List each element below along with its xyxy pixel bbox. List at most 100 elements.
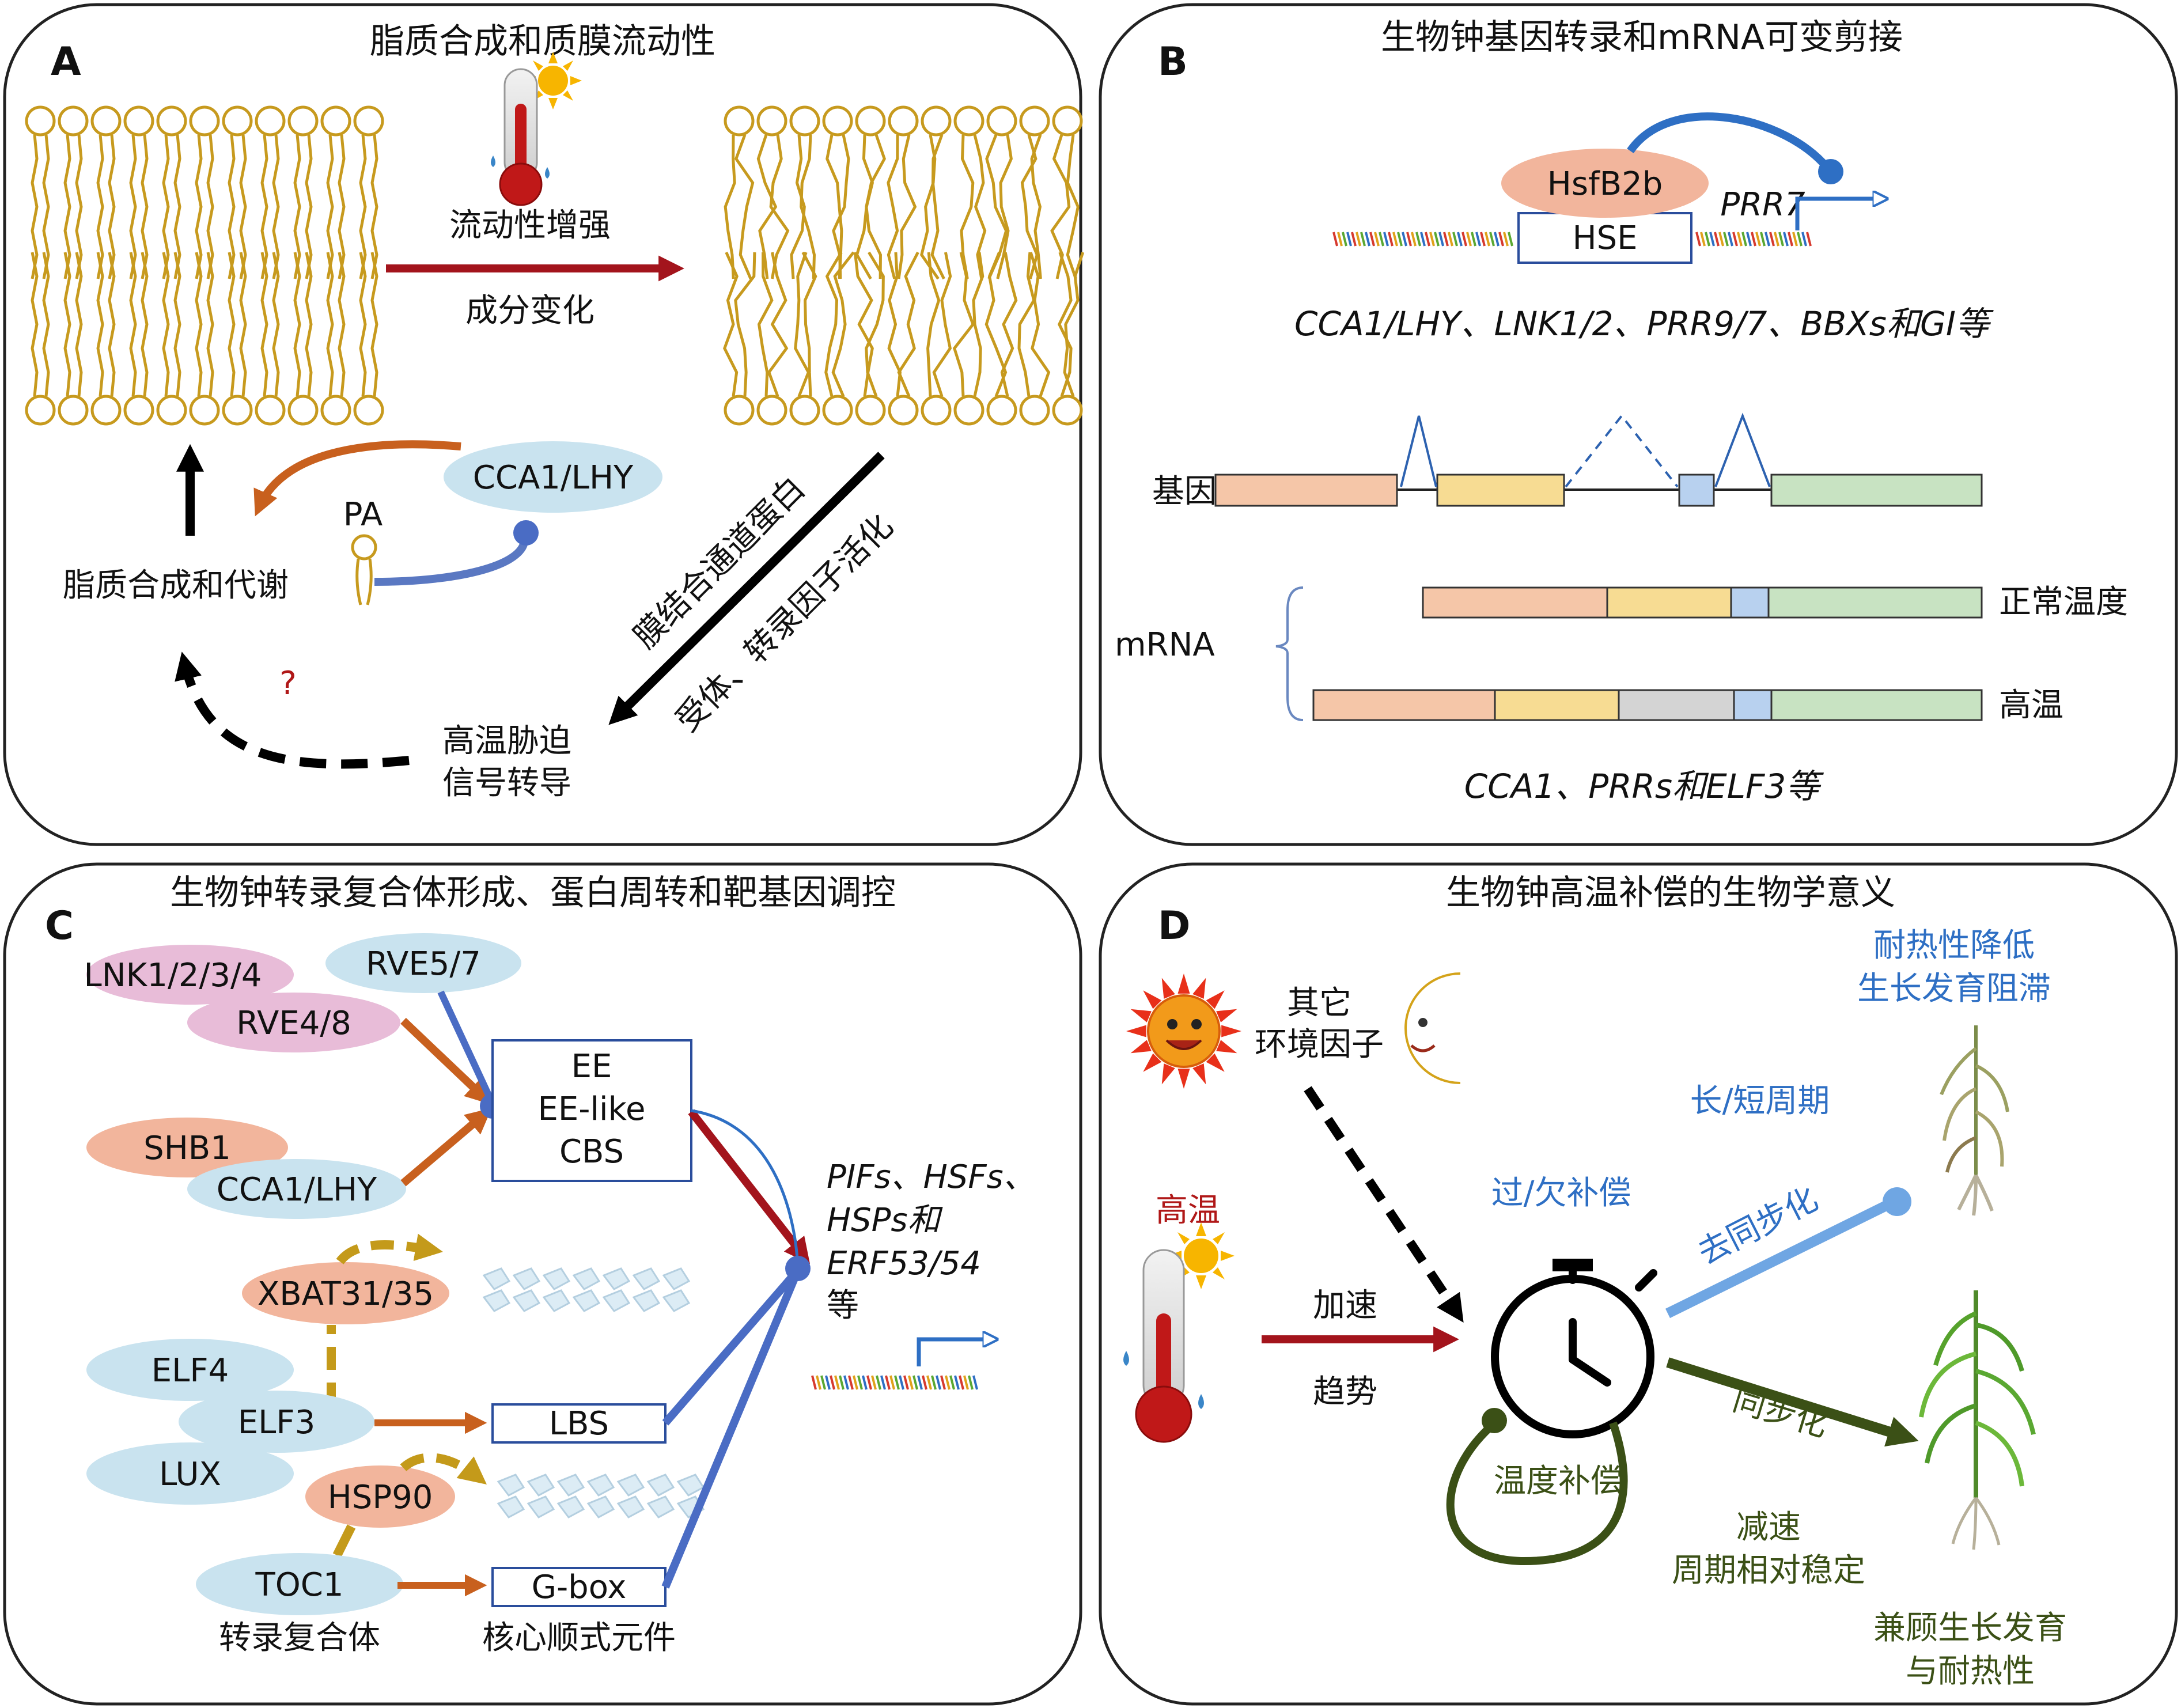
transcription-start-icon: [1795, 199, 1884, 230]
splice-solid-1: [1400, 415, 1437, 487]
cca1-lhy-c-node: [187, 1159, 406, 1219]
label-cis-element: 核心顺式元件: [482, 1619, 676, 1657]
pa-lipid-icon: [351, 534, 377, 605]
exon-1: [1214, 474, 1398, 507]
label-complex: 转录复合体: [219, 1619, 380, 1657]
mrna-normal-4: [1767, 586, 1983, 619]
label-hsfb2b: HsfB2b: [1547, 165, 1663, 203]
panel-c-letter: C: [45, 903, 74, 949]
label-composition-change: 成分变化: [465, 292, 595, 330]
arrow-cca1-to-lipid: [253, 440, 461, 517]
gbox-box: [491, 1567, 667, 1607]
exon-3: [1678, 474, 1715, 507]
label-xbat: XBAT31/35: [258, 1275, 434, 1313]
label-elf4: ELF4: [152, 1352, 229, 1389]
label-other-factors-2: 环境因子: [1255, 1026, 1384, 1063]
label-heat-tolerance-down: 耐热性降低: [1873, 927, 2035, 964]
desync-endpoint: [1883, 1187, 1911, 1216]
label-other-factors-1: 其它: [1287, 984, 1351, 1022]
label-elf3: ELF3: [238, 1404, 315, 1441]
label-heat-stress: 高温胁迫: [442, 722, 571, 760]
toc1-node: [196, 1553, 403, 1615]
arrow-hsp90-degrade: [400, 1453, 487, 1484]
label-gbox: G-box: [532, 1569, 627, 1606]
mrna-normal-1: [1422, 586, 1608, 619]
transcription-start-icon-c: [917, 1339, 994, 1366]
label-target-genes-b1: CCA1/LHY、LNK1/2、PRR9/7、BBXs和GI等: [1294, 304, 1994, 343]
label-long-short: 长/短周期: [1690, 1082, 1830, 1120]
connector-desync: [1665, 1199, 1892, 1319]
ee-box: [491, 1039, 692, 1182]
hsfb2b-node: [1501, 149, 1709, 218]
label-hsp90: HSP90: [328, 1479, 433, 1516]
label-mrna: mRNA: [1115, 626, 1215, 664]
cca1-lhy-node: [444, 441, 662, 513]
wilted-plant-icon: [1940, 1025, 2009, 1216]
panel-b-letter: B: [1158, 39, 1188, 85]
label-toc1: TOC1: [255, 1566, 343, 1604]
mrna-heat-4: [1770, 689, 1983, 721]
label-lux: LUX: [159, 1456, 221, 1493]
label-trend: 趋势: [1313, 1373, 1377, 1411]
panel-a-title: 脂质合成和质膜流动性: [370, 21, 715, 62]
arrow-factors-to-clock: [1304, 1086, 1464, 1323]
label-balance-growth: 兼顾生长发育: [1873, 1609, 2067, 1647]
arrow-xbat-degrade: [336, 1233, 443, 1265]
hse-box: [1517, 212, 1692, 264]
arrow-cca1-ee: [400, 1108, 492, 1187]
connector-pa-cca1: [374, 535, 529, 586]
hsp90-node: [305, 1465, 455, 1528]
temperature-compensation-loop: [1446, 1419, 1628, 1566]
connector-rve57-ee: [437, 990, 493, 1099]
sun-face-icon: [1126, 974, 1241, 1089]
label-growth-arrest: 生长发育阻滞: [1857, 970, 2051, 1008]
panel-d-title: 生物钟高温补偿的生物学意义: [1446, 873, 1895, 913]
repression-endpoint: [1818, 159, 1843, 184]
toc1-hsp90-link: [332, 1524, 356, 1558]
label-ee: EE: [571, 1048, 612, 1085]
arrow-rve48-ee: [400, 1017, 491, 1105]
label-targets-line3: ERF53/54: [827, 1245, 981, 1282]
rve48-node: [187, 993, 400, 1052]
arrow-receptor-activation: [608, 452, 885, 725]
label-signal-transduction: 信号转导: [442, 764, 571, 802]
label-lipid-synthesis: 脂质合成和代谢: [63, 567, 289, 604]
target-endpoint: [785, 1256, 811, 1281]
label-cca1-lhy-c: CCA1/LHY: [217, 1171, 377, 1209]
label-lbs: LBS: [549, 1405, 609, 1442]
label-unknown: ?: [279, 665, 297, 702]
label-rve48: RVE4/8: [236, 1005, 351, 1042]
label-targets-line2: HSPs和: [827, 1202, 944, 1239]
mrna-heat-3: [1733, 689, 1773, 721]
panel-b-title: 生物钟基因转录和mRNA可变剪接: [1381, 17, 1903, 58]
dna-left-icon: [1332, 232, 1513, 247]
degraded-protein-icon: [497, 1474, 705, 1518]
thermometer-sun-icon: [491, 52, 582, 206]
connector-lbs-target: [662, 1267, 801, 1426]
label-lnk: LNK1/2/3/4: [84, 957, 262, 994]
label-pa: PA: [343, 496, 383, 533]
label-rve57: RVE5/7: [366, 945, 481, 983]
label-relative-stable: 周期相对稳定: [1672, 1552, 1865, 1589]
healthy-plant-icon: [1919, 1290, 2036, 1550]
connector-gbox-target: [661, 1268, 802, 1589]
bracket-icon: [1275, 586, 1304, 721]
elf4-node: [86, 1339, 294, 1401]
label-target-genes-b2: CCA1、PRRs和ELF3等: [1464, 767, 1824, 806]
shb1-node: [86, 1118, 288, 1177]
label-cbs: CBS: [559, 1133, 624, 1171]
label-heat-tolerance: 与耐热性: [1906, 1653, 2035, 1690]
label-slow-down: 减速: [1736, 1509, 1801, 1546]
label-fluidity-increase: 流动性增强: [449, 207, 611, 244]
mrna-normal-3: [1730, 586, 1770, 619]
panel-c-frame: [3, 862, 1082, 1706]
mrna-heat-retained-intron: [1618, 689, 1735, 721]
label-temp-compensation: 温度补偿: [1494, 1463, 1623, 1500]
label-gene: 基因: [1152, 473, 1217, 510]
arrow-ee-target: [688, 1109, 811, 1264]
mrna-normal-2: [1606, 586, 1732, 619]
dna-target-icon: [811, 1375, 978, 1390]
dna-right-icon: [1695, 232, 1812, 247]
